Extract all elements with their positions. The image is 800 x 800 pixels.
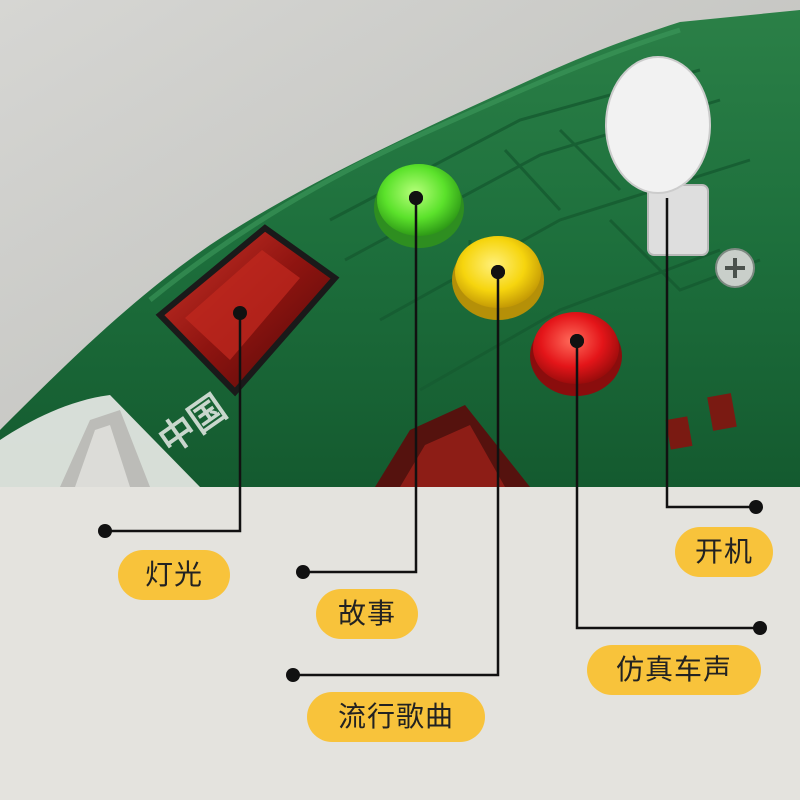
label-story: 故事 <box>316 589 418 639</box>
screw-icon <box>715 248 755 288</box>
story-button[interactable] <box>374 164 464 248</box>
label-lights: 灯光 <box>118 550 230 600</box>
label-engine-sound: 仿真车声 <box>587 645 761 695</box>
callout-dot-power <box>749 500 763 514</box>
label-pop-songs: 流行歌曲 <box>307 692 485 742</box>
label-power: 开机 <box>675 527 773 577</box>
toy-train-photo: 中国 <box>0 0 800 487</box>
pop-songs-button[interactable] <box>452 236 544 320</box>
engine-sound-button[interactable] <box>530 312 622 396</box>
